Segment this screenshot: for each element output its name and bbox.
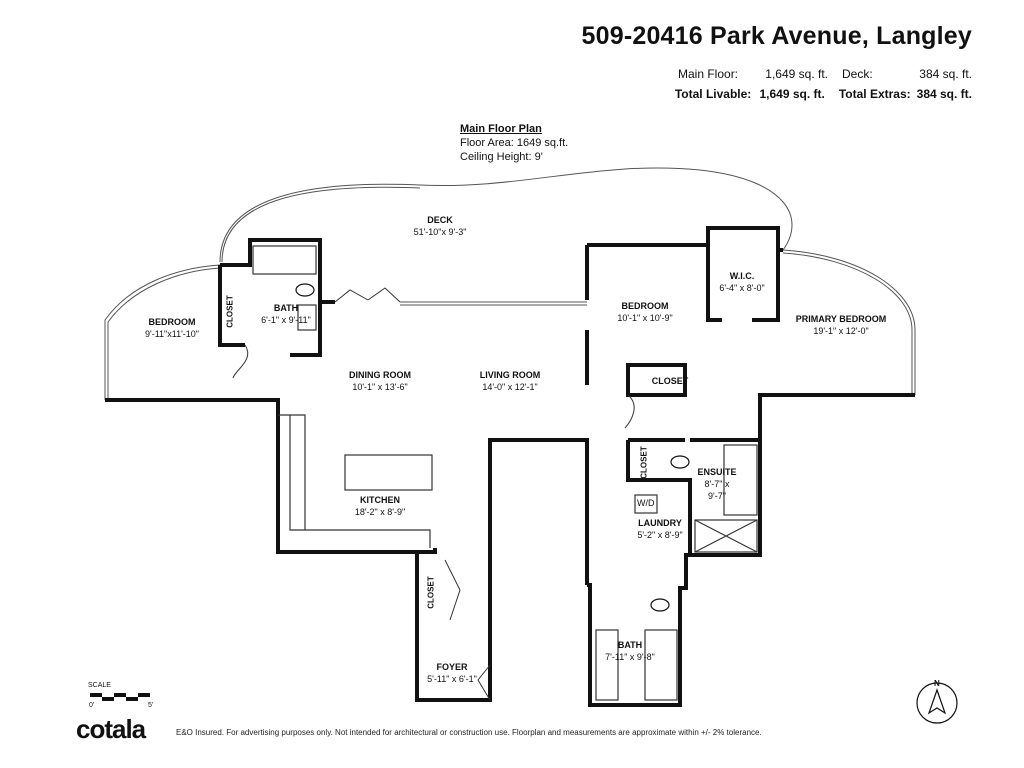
door-swing: [624, 394, 635, 429]
room-ensuite: ENSUITE 8'-7" x 9'-7": [697, 466, 736, 502]
cotala-logo: cotala: [76, 714, 146, 744]
room-size: 9'-11"x11'-10": [144, 329, 200, 339]
right-bathtub: [644, 629, 678, 701]
room-name: BEDROOM: [621, 301, 669, 311]
room-name: W.I.C.: [729, 271, 755, 281]
room-name: DINING ROOM: [349, 370, 411, 380]
room-bath-left: BATH 6'-1" x 9'-11": [261, 302, 311, 326]
deck-label: Deck:: [842, 67, 873, 81]
deck-group: Deck: 384 sq. ft.: [842, 67, 972, 81]
room-foyer: FOYER 5'-11" x 6'-1": [427, 661, 477, 685]
room-name: BATH: [617, 640, 643, 650]
room-closet-left: CLOSET: [225, 295, 235, 328]
washer-dryer: [634, 494, 658, 514]
plan-title: Main Floor Plan: [460, 123, 542, 135]
main-floor-value: 1,649 sq. ft.: [765, 67, 828, 81]
property-address: 509-20416 Park Avenue, Langley: [581, 22, 972, 50]
compass-icon: [916, 682, 958, 724]
toilet-icon: [670, 455, 690, 469]
total-extras-group: Total Extras: 384 sq. ft.: [839, 87, 972, 101]
room-closet-mid: CLOSET: [652, 375, 689, 387]
room-name: CLOSET: [651, 376, 689, 386]
room-size: 10'-1" x 13'-6": [352, 382, 408, 392]
area-totals-row: Total Livable: 1,649 sq. ft. Total Extra…: [675, 87, 972, 101]
scale-label: SCALE: [88, 682, 111, 689]
primary-window-arc: [782, 249, 916, 395]
disclaimer: E&O Insured. For advertising purposes on…: [176, 728, 762, 737]
main-floor-label: Main Floor:: [678, 67, 739, 81]
room-name: LAUNDRY: [638, 518, 682, 528]
door-swing: [444, 559, 461, 621]
room-bedroom-mid: BEDROOM 10'-1" x 10'-9": [617, 300, 672, 324]
main-floor-group: Main Floor: 1,649 sq. ft.: [678, 67, 828, 81]
room-size: 6'-4" x 8'-0": [719, 283, 765, 293]
room-size: 18'-2" x 8'-9": [354, 507, 406, 517]
deck-outline: [219, 167, 793, 263]
compass-label: N: [934, 679, 940, 688]
room-closet-foyer: CLOSET: [426, 576, 436, 609]
scale-end: 5': [148, 702, 154, 709]
kitchen-island: [344, 454, 433, 491]
room-name: BATH: [273, 303, 299, 313]
total-livable-group: Total Livable: 1,649 sq. ft.: [675, 87, 825, 101]
room-living: LIVING ROOM 14'-0" x 12'-1": [480, 369, 541, 393]
room-closet-ensuite: CLOSET: [639, 446, 649, 479]
shower: [694, 519, 758, 553]
room-bedroom-left: BEDROOM 9'-11"x11'-10": [145, 316, 199, 340]
room-size: 7'-11" x 9'-8": [605, 652, 655, 662]
room-name: FOYER: [436, 662, 468, 672]
room-kitchen: KITCHEN 18'-2" x 8'-9": [355, 494, 405, 518]
room-size: 5'-11" x 6'-1": [427, 674, 477, 684]
room-size: 6'-1" x 9'-11": [261, 315, 311, 325]
bedroom-window-arc: [104, 264, 221, 400]
total-livable-value: 1,649 sq. ft.: [759, 87, 825, 101]
plan-info: Main Floor Plan Floor Area: 1649 sq.ft. …: [460, 122, 568, 164]
area-summary-row: Main Floor: 1,649 sq. ft. Deck: 384 sq. …: [678, 67, 972, 81]
ceiling-height: Ceiling Height: 9': [460, 151, 543, 163]
total-extras-label: Total Extras:: [838, 87, 911, 101]
room-name: DECK: [427, 215, 453, 225]
room-name: BEDROOM: [148, 317, 196, 327]
toilet-icon: [650, 598, 670, 612]
scale-bar: [90, 693, 150, 701]
room-primary-bedroom: PRIMARY BEDROOM 19'-1" x 12'-0": [796, 313, 887, 337]
room-name: ENSUITE: [697, 467, 737, 477]
room-size: 14'-0" x 12'-1": [482, 382, 538, 392]
room-name: PRIMARY BEDROOM: [795, 314, 887, 324]
total-livable-label: Total Livable:: [674, 87, 752, 101]
scale-start: 0': [89, 702, 95, 709]
room-dining: DINING ROOM 10'-1" x 13'-6": [349, 369, 411, 393]
room-deck: DECK 51'-10"x 9'-3": [414, 214, 467, 238]
room-name: KITCHEN: [359, 495, 400, 505]
room-size: 5'-2" x 8'-9": [637, 530, 683, 540]
washer-dryer-label: W/D: [637, 498, 655, 508]
room-wic: W.I.C. 6'-4" x 8'-0": [719, 270, 764, 294]
door-swing: [477, 664, 491, 701]
deck-value: 384 sq. ft.: [919, 67, 972, 81]
room-size: 10'-1" x 10'-9": [617, 313, 673, 323]
door-swing: [334, 287, 401, 303]
room-size: 9'-7": [708, 491, 726, 501]
room-name: LIVING ROOM: [479, 370, 541, 380]
toilet-icon: [295, 283, 315, 297]
total-extras-value: 384 sq. ft.: [916, 87, 972, 101]
room-laundry: LAUNDRY 5'-2" x 8'-9": [637, 517, 682, 541]
room-size: 51'-10"x 9'-3": [413, 227, 467, 237]
room-bath-right: BATH 7'-11" x 9'-8": [605, 639, 655, 663]
walls: [105, 226, 915, 707]
left-bathtub: [252, 245, 317, 275]
room-size: 8'-7" x: [704, 479, 730, 489]
kitchen-counter: [289, 415, 431, 548]
door-swing: [232, 344, 249, 379]
floor-area: Floor Area: 1649 sq.ft.: [460, 137, 569, 149]
room-size: 19'-1" x 12'-0": [813, 326, 869, 336]
